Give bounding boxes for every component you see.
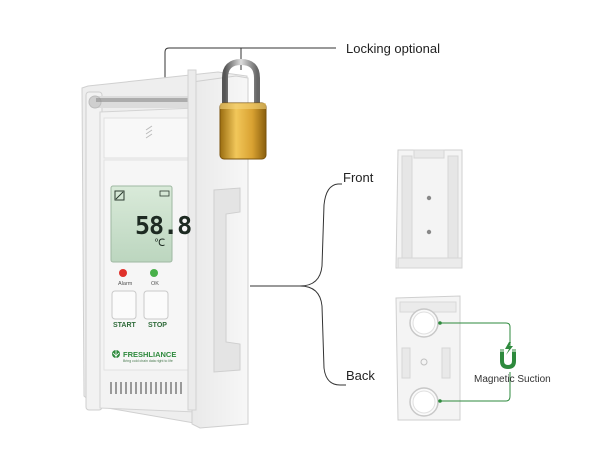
lcd-reading: 58.8: [135, 211, 192, 240]
back-bracket-line: [299, 285, 346, 386]
start-button[interactable]: [111, 290, 137, 320]
back-label: Back: [346, 368, 375, 383]
padlock-icon: [219, 58, 267, 160]
logger-device: [99, 107, 197, 413]
brand-slogan: Bring cold chain data right to life: [123, 359, 173, 363]
alarm-led: [119, 269, 127, 277]
magnet-icon: [496, 342, 520, 372]
holder-front-plate: [187, 69, 249, 429]
locking-optional-label: Locking optional: [346, 41, 440, 56]
stop-button[interactable]: [143, 290, 169, 320]
back-view-plate: [395, 295, 461, 421]
magnetic-suction-label: Magnetic Suction: [474, 374, 551, 385]
locking-leader-line: [164, 47, 336, 88]
brand-name: FRESHLIANCE: [123, 350, 177, 359]
lcd-unit: ℃: [154, 238, 166, 249]
lcd-screen: [110, 185, 173, 263]
front-bracket-line: [250, 183, 342, 287]
ok-led-label: OK: [151, 281, 159, 287]
front-view-plate: [395, 149, 463, 269]
front-label: Front: [343, 170, 374, 185]
stop-button-label: STOP: [148, 322, 167, 329]
ok-led: [150, 269, 158, 277]
start-button-label: START: [113, 322, 136, 329]
alarm-led-label: Alarm: [118, 281, 133, 287]
